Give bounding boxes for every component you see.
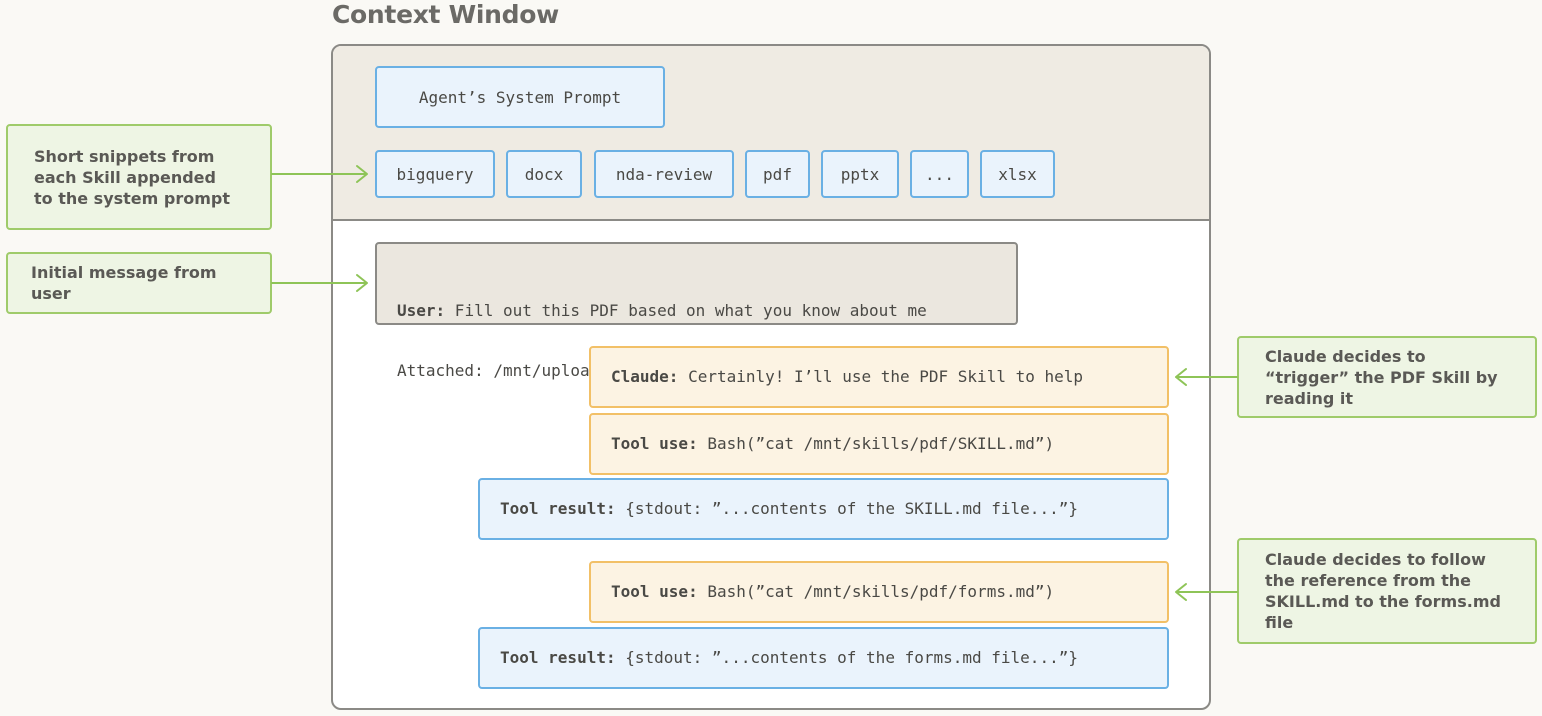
diagram-title: Context Window xyxy=(332,0,559,29)
arrow-trigger-head xyxy=(1175,368,1187,386)
callout-follow-reference: Claude decides to follow the reference f… xyxy=(1237,538,1537,644)
tool-result-text: {stdout: ”...contents of the forms.md fi… xyxy=(615,648,1078,667)
system-prompt-box: Agent’s System Prompt xyxy=(375,66,665,128)
callout-skill-snippets: Short snippets from each Skill appended … xyxy=(6,124,272,230)
tool-result-text: {stdout: ”...contents of the SKILL.md fi… xyxy=(615,499,1078,518)
skill-chip-bigquery: bigquery xyxy=(375,150,495,198)
skill-chip-nda-review: nda-review xyxy=(594,150,734,198)
claude-label: Claude: xyxy=(611,367,679,386)
skill-chip-pptx: pptx xyxy=(821,150,899,198)
tool-use-forms-md: Tool use: Bash(”cat /mnt/skills/pdf/form… xyxy=(589,561,1169,623)
callout-initial-message: Initial message from user xyxy=(6,252,272,314)
skill-chip-pdf: pdf xyxy=(745,150,810,198)
tool-result-label: Tool result: xyxy=(500,648,616,667)
system-prompt-label: Agent’s System Prompt xyxy=(418,87,622,107)
user-label: User: xyxy=(397,301,446,320)
tool-use-label: Tool use: xyxy=(611,582,698,601)
user-text: Fill out this PDF based on what you know… xyxy=(445,301,927,320)
tool-result-label: Tool result: xyxy=(500,499,616,518)
tool-use-skill-md: Tool use: Bash(”cat /mnt/skills/pdf/SKIL… xyxy=(589,413,1169,475)
tool-result-skill-md: Tool result: {stdout: ”...contents of th… xyxy=(478,478,1169,540)
tool-use-text: Bash(”cat /mnt/skills/pdf/SKILL.md”) xyxy=(697,434,1055,453)
arrow-follow-head xyxy=(1175,583,1187,601)
arrow-snippets-head xyxy=(356,165,368,183)
skill-chip-more: ... xyxy=(910,150,969,198)
claude-message: Claude: Certainly! I’ll use the PDF Skil… xyxy=(589,346,1169,408)
skill-chip-docx: docx xyxy=(506,150,582,198)
user-message: User: Fill out this PDF based on what yo… xyxy=(375,242,1018,380)
callout-trigger-skill: Claude decides to “trigger” the PDF Skil… xyxy=(1237,336,1537,418)
claude-text: Certainly! I’ll use the PDF Skill to hel… xyxy=(678,367,1084,386)
tool-result-forms-md: Tool result: {stdout: ”...contents of th… xyxy=(478,627,1169,689)
tool-use-text: Bash(”cat /mnt/skills/pdf/forms.md”) xyxy=(697,582,1055,601)
arrow-initial-head xyxy=(356,274,368,292)
tool-use-label: Tool use: xyxy=(611,434,698,453)
skill-chip-xlsx: xlsx xyxy=(980,150,1055,198)
